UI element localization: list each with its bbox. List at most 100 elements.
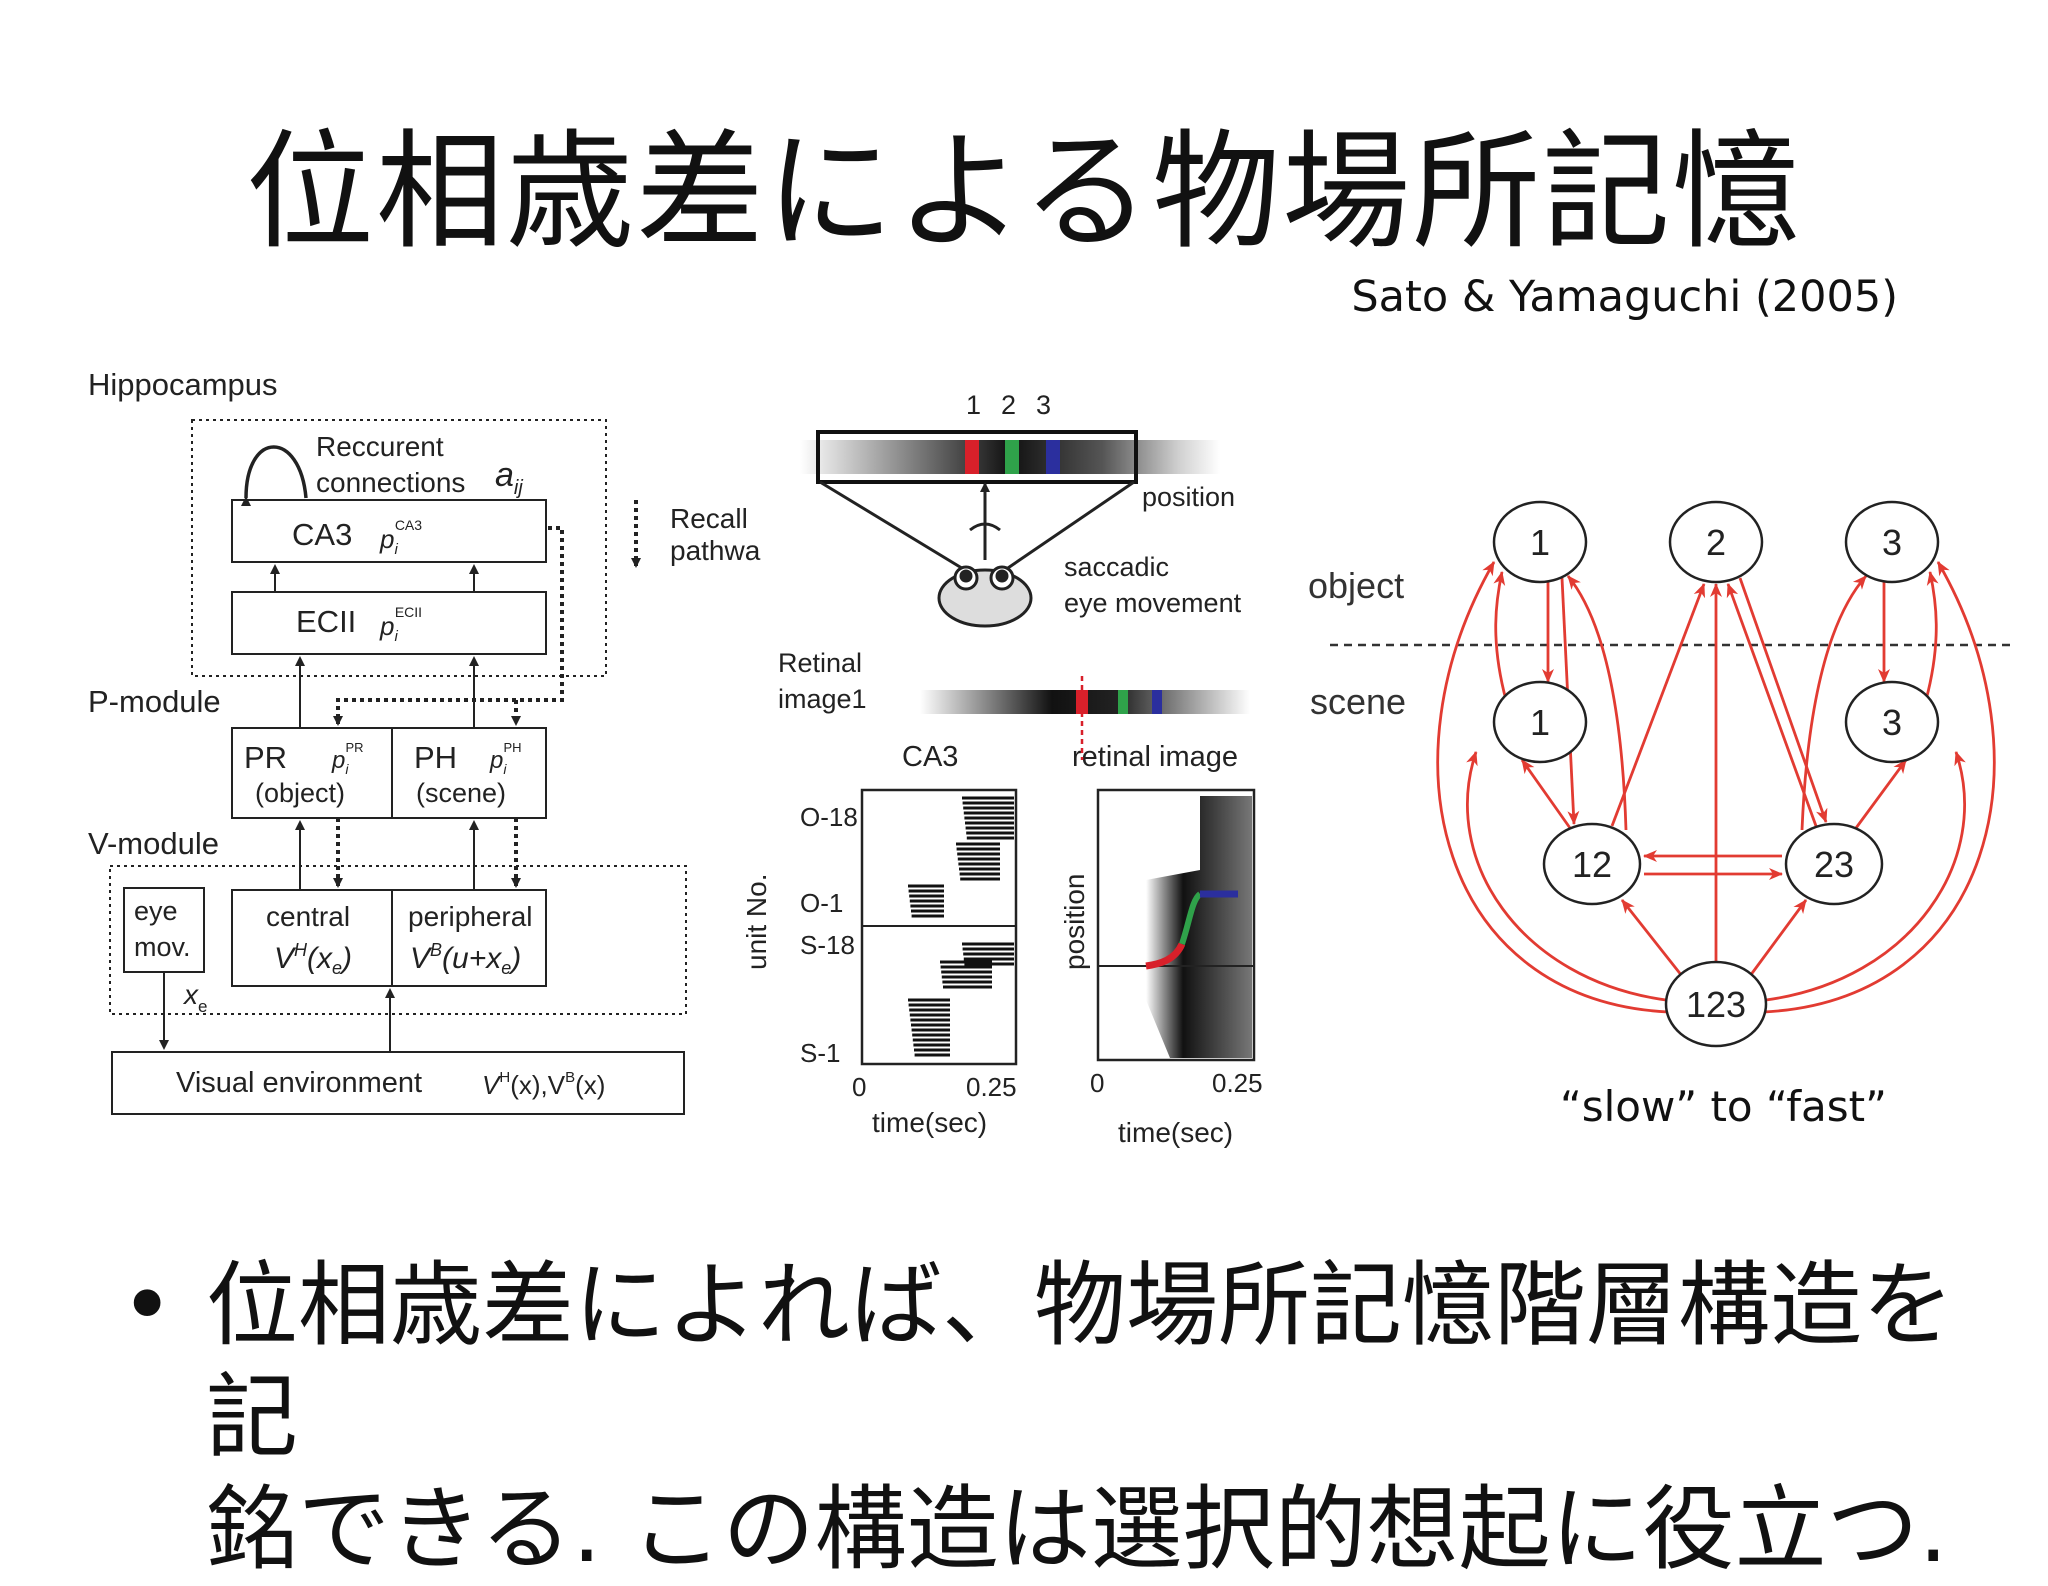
graph-edge	[1566, 575, 1628, 831]
graph-edge	[1520, 759, 1572, 829]
hierarchy-graph: object scene 1 2 3 1 3 12 23 123	[1308, 500, 2010, 1048]
ecii-label: ECII	[296, 604, 356, 639]
visual-environment-math: VH(x),VB(x)	[482, 1069, 605, 1100]
node-object-2-label: 2	[1706, 522, 1726, 563]
ecii-box	[231, 591, 547, 655]
ph-pi: piPH	[489, 740, 522, 777]
trajectory-red	[1145, 942, 1186, 970]
pos-label-2: 2	[1001, 390, 1016, 420]
bullet-line-1: 位相歳差によれば、物場所記憶階層構造を記	[206, 1252, 1955, 1471]
node-123-label: 123	[1686, 984, 1746, 1025]
graph-edge	[1738, 577, 1828, 823]
pos-label-1: 1	[966, 390, 981, 420]
v-module-label: V-module	[88, 826, 219, 861]
graph-edge	[1765, 751, 1966, 1002]
retinal-label-1: Retinal	[778, 648, 862, 678]
pr-sublabel: (object)	[255, 778, 345, 808]
node-object-1	[1492, 500, 1588, 584]
graph-edge	[1924, 571, 1939, 701]
eye-label-2: mov.	[134, 932, 191, 962]
central-label: central	[266, 901, 350, 932]
node-23	[1784, 822, 1884, 906]
hippocampus-box	[191, 419, 607, 677]
retinal-simulation-figure: 1 2 3 position saccadic eye movement Ret…	[741, 390, 1263, 1148]
citation: Sato & Yamaguchi (2005)	[1351, 272, 1898, 322]
pr-pi: piPR	[331, 740, 364, 777]
node-12-label: 12	[1572, 844, 1612, 885]
hippocampus-label: Hippocampus	[88, 367, 278, 402]
central-math: VH(xe)	[274, 940, 352, 978]
ca3-box	[231, 499, 547, 563]
v-module-box	[109, 865, 687, 1015]
graph-edge	[1620, 899, 1684, 977]
object-3-marker	[1046, 440, 1060, 474]
graph-edge	[1436, 561, 1669, 1014]
recurrent-arc	[240, 445, 308, 507]
node-object-3	[1844, 500, 1940, 584]
node-23-label: 23	[1814, 844, 1854, 885]
graph-edge	[1466, 751, 1667, 1002]
pr-label: PR	[244, 740, 287, 775]
graph-edge	[1763, 561, 1996, 1014]
ytick-o18: O-18	[800, 802, 858, 832]
model-architecture-diagram: Hippocampus Reccurent connections aij Re…	[88, 367, 761, 1115]
ecii-pi: piECII	[379, 604, 422, 645]
ca3-raster-label: CA3	[902, 741, 958, 773]
xtick-left-0: 0	[852, 1072, 866, 1102]
node-123	[1664, 960, 1768, 1048]
scene-level-label: scene	[1310, 681, 1406, 722]
peripheral-box	[391, 889, 547, 987]
saccadic-label-1: saccadic	[1064, 552, 1169, 582]
recall-label-1: Recall	[670, 503, 748, 534]
graph-edge	[1726, 583, 1818, 827]
ytick-s18: S-18	[800, 930, 855, 960]
view-window	[816, 430, 1138, 484]
slide-title: 位相歳差による物場所記憶	[245, 118, 1803, 267]
node-scene-1	[1492, 680, 1588, 764]
pos-label-3: 3	[1036, 390, 1051, 420]
saccadic-label-2: eye movement	[1064, 588, 1242, 618]
peripheral-math: VB(u+xe)	[410, 940, 521, 978]
graph-edge	[1854, 759, 1908, 829]
node-scene-3	[1844, 680, 1940, 764]
slow-to-fast-caption: “slow” to “fast”	[1560, 1082, 1887, 1131]
recall-label-2: pathwa	[670, 535, 761, 566]
ytick-o1: O-1	[800, 888, 843, 918]
aij-label: aij	[495, 456, 523, 499]
visual-environment-box	[111, 1051, 685, 1115]
xe-label: xe	[182, 979, 207, 1016]
node-scene-3-label: 3	[1882, 702, 1902, 743]
position-label: position	[1142, 482, 1235, 512]
bullet-line-2: 銘できる. この構造は選択的想起に役立つ.	[206, 1476, 1948, 1583]
bullet-marker: •	[120, 1252, 175, 1359]
ca3-pi: piCA3	[379, 517, 422, 558]
node-object-1-label: 1	[1530, 522, 1550, 563]
graph-edge	[1493, 571, 1508, 701]
peripheral-label: peripheral	[408, 901, 533, 932]
y-axis-label: unit No.	[741, 874, 772, 971]
ph-box	[391, 727, 547, 819]
trajectory-green	[1179, 891, 1203, 945]
retinal-image-label: retinal image	[1072, 741, 1238, 773]
eye-label-1: eye	[134, 896, 178, 926]
x-axis-label-right: time(sec)	[1118, 1117, 1233, 1148]
node-scene-1-label: 1	[1530, 702, 1550, 743]
object-level-label: object	[1308, 565, 1404, 606]
ph-label: PH	[414, 740, 457, 775]
graph-edge	[1800, 575, 1868, 831]
ph-sublabel: (scene)	[416, 778, 506, 808]
eye-head-icon	[937, 568, 1033, 628]
recurrent-label-2: connections	[316, 467, 465, 498]
object-2-marker	[1005, 440, 1019, 474]
recurrent-label-1: Reccurent	[316, 431, 444, 462]
ytick-s1: S-1	[800, 1038, 840, 1068]
x-axis-label-left: time(sec)	[872, 1107, 987, 1138]
node-object-2	[1668, 500, 1764, 584]
node-object-3-label: 3	[1882, 522, 1902, 563]
visual-environment-label: Visual environment	[176, 1067, 422, 1099]
retinal-label-2: image1	[778, 684, 867, 714]
graph-edge	[1748, 899, 1808, 977]
xtick-right-0: 0	[1090, 1068, 1104, 1098]
y-axis-label-right: position	[1059, 873, 1090, 970]
node-12	[1542, 822, 1642, 906]
